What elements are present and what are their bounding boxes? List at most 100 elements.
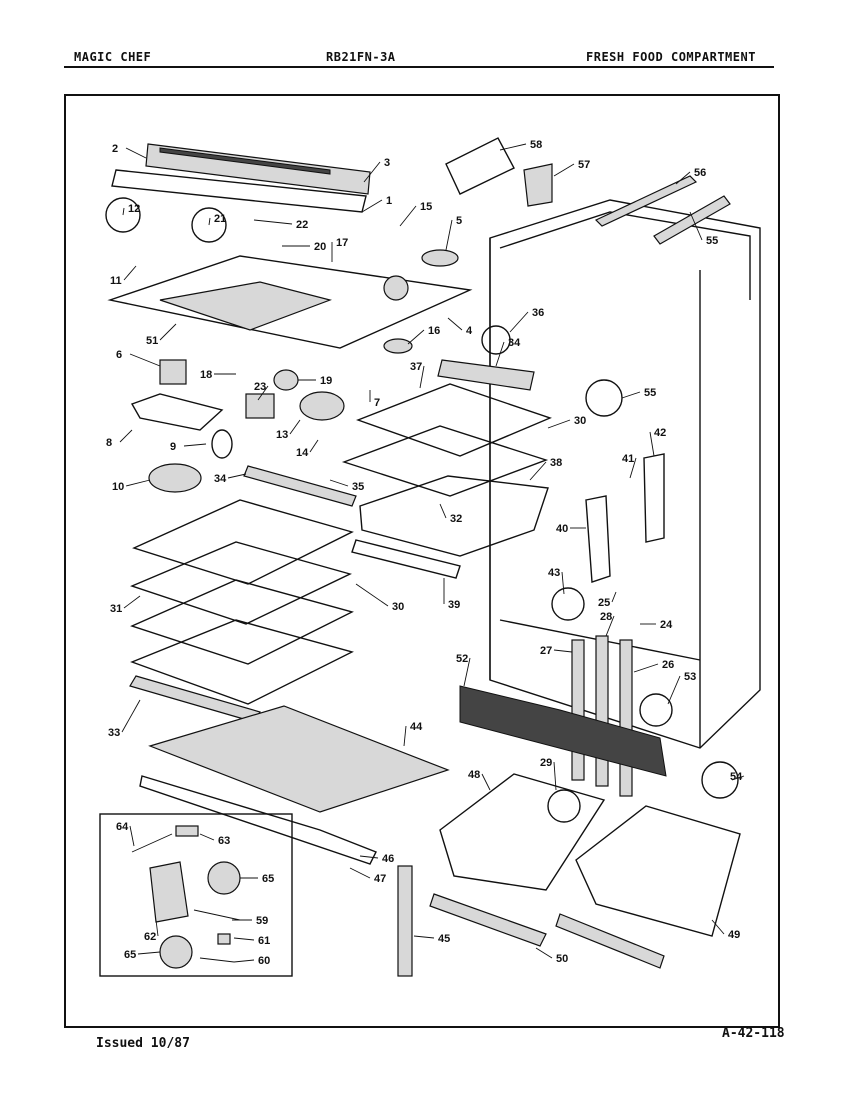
leader-line-c36 xyxy=(509,311,529,333)
leader-line-c51 xyxy=(159,323,177,341)
part-9 xyxy=(211,429,233,459)
bracket-42 xyxy=(643,453,665,543)
trim-50-a xyxy=(429,893,547,947)
callout-c8: 8 xyxy=(106,437,112,449)
air-diffuser xyxy=(107,255,473,349)
callout-c49: 49 xyxy=(728,929,740,941)
callout-c22: 22 xyxy=(296,219,308,231)
screw-64 xyxy=(131,833,173,853)
control-cover xyxy=(111,143,371,213)
leader-line-c21 xyxy=(208,217,211,226)
callout-c45: 45 xyxy=(438,933,450,945)
callout-c27: 27 xyxy=(540,645,552,657)
rail-56 xyxy=(594,175,698,227)
callout-c32: 32 xyxy=(450,513,462,525)
callout-c47: 47 xyxy=(374,873,386,885)
part-45 xyxy=(397,865,413,977)
leader-line-c44 xyxy=(403,725,407,747)
callout-c64: 64 xyxy=(116,821,129,833)
callout-c13: 13 xyxy=(276,429,288,441)
callout-c59: 59 xyxy=(256,915,268,927)
roller-65-lower xyxy=(159,935,193,969)
bulb-19 xyxy=(273,369,299,391)
leader-line-c34b xyxy=(227,473,247,479)
shelf-44 xyxy=(148,705,450,813)
callout-c5: 5 xyxy=(456,215,462,227)
callout-c51: 51 xyxy=(146,335,158,347)
roller-65-upper xyxy=(207,861,241,895)
knob-12 xyxy=(105,197,141,233)
leader-line-c53 xyxy=(667,675,681,705)
leader-line-c31 xyxy=(123,595,141,609)
leader-line-c9 xyxy=(183,443,207,447)
callout-c57: 57 xyxy=(578,159,590,171)
leader-line-c58 xyxy=(499,143,527,151)
callout-c53: 53 xyxy=(684,671,696,683)
rail-28 xyxy=(595,635,609,787)
leader-line-c35 xyxy=(329,479,349,487)
part-10 xyxy=(148,463,202,493)
leader-line-c22 xyxy=(253,219,293,225)
rail-39 xyxy=(351,539,461,579)
callout-c31: 31 xyxy=(110,603,122,615)
part-5 xyxy=(421,249,459,267)
trim-33 xyxy=(129,675,261,723)
part-23 xyxy=(245,393,275,419)
leader-line-c23 xyxy=(257,385,269,401)
callout-c36: 36 xyxy=(532,307,544,319)
leader-line-c63 xyxy=(199,833,215,841)
callout-c21: 21 xyxy=(214,213,226,225)
shelf-31-d xyxy=(130,619,354,705)
grille-52 xyxy=(459,685,667,777)
part-55-lower xyxy=(585,379,623,417)
leader-line-c62 xyxy=(155,919,159,937)
leader-line-c27 xyxy=(553,649,573,653)
callout-c3: 3 xyxy=(384,157,390,169)
shelf-37 xyxy=(355,383,552,457)
leader-line-c49 xyxy=(711,919,725,935)
shelf-31-a xyxy=(132,499,354,585)
leader-line-c3 xyxy=(363,161,381,183)
leader-line-c37 xyxy=(419,365,425,389)
callout-c12: 12 xyxy=(128,203,140,215)
part-63 xyxy=(175,825,199,837)
leader-line-c38 xyxy=(529,461,547,481)
callout-c41: 41 xyxy=(622,453,634,465)
leader-line-c10 xyxy=(125,479,151,487)
leader-line-c25 xyxy=(611,591,617,603)
callout-c24: 24 xyxy=(660,619,673,631)
callout-c19: 19 xyxy=(320,375,332,387)
callout-c6: 6 xyxy=(116,349,122,361)
callout-c56: 56 xyxy=(694,167,706,179)
callout-c30b: 30 xyxy=(392,601,404,613)
leader-line-c65b xyxy=(137,951,161,955)
callout-c30a: 30 xyxy=(574,415,586,427)
callout-c17: 17 xyxy=(336,237,348,249)
callout-c25: 25 xyxy=(598,597,610,609)
leader-line-c14 xyxy=(309,439,319,453)
leader-line-c2 xyxy=(125,147,147,159)
leader-line-c54 xyxy=(731,775,745,781)
callout-c23: 23 xyxy=(254,381,266,393)
leader-line-c12 xyxy=(122,207,125,216)
thermostat-6 xyxy=(159,359,187,385)
leader-line-c32 xyxy=(439,503,447,519)
callout-c48: 48 xyxy=(468,769,480,781)
part-43 xyxy=(551,587,585,621)
leader-line-c13 xyxy=(289,419,301,435)
callout-c55b: 55 xyxy=(644,387,656,399)
callout-c61: 61 xyxy=(258,935,270,947)
knob-21 xyxy=(191,207,227,243)
header-rule xyxy=(64,66,774,68)
bracket-57 xyxy=(523,163,553,207)
callout-c35: 35 xyxy=(352,481,364,493)
callout-c1: 1 xyxy=(386,195,392,207)
callout-c18: 18 xyxy=(200,369,212,381)
leader-line-c60 xyxy=(233,959,255,963)
crisper-48 xyxy=(439,773,606,891)
leader-line-c34a xyxy=(495,341,505,367)
leader-line-c1 xyxy=(361,199,383,213)
fan-13 xyxy=(299,391,345,421)
